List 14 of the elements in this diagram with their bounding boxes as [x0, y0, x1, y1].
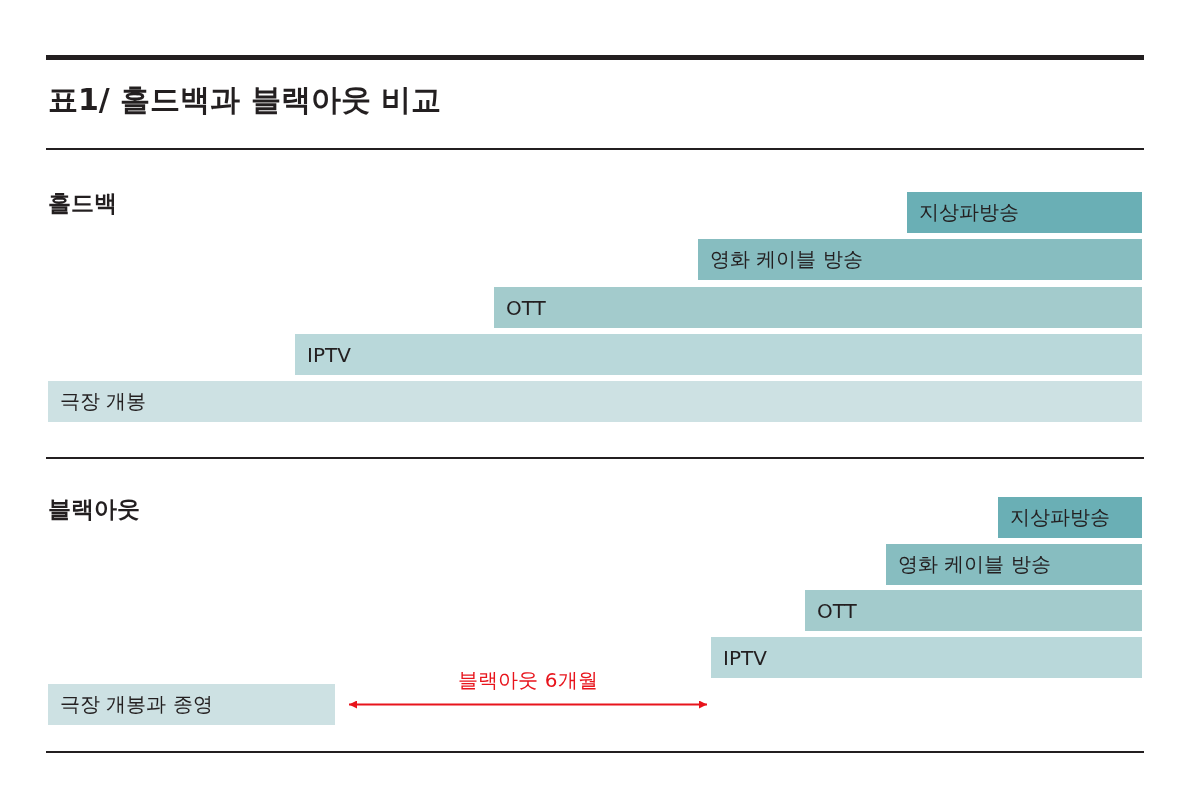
section-heading: 블랙아웃: [48, 495, 140, 524]
timeline-bar: 영화 케이블 방송: [698, 239, 1142, 280]
timeline-bar: OTT: [805, 590, 1142, 631]
timeline-bar: 극장 개봉: [48, 381, 1142, 422]
timeline-bar: 극장 개봉과 종영: [48, 684, 335, 725]
timeline-bar: IPTV: [711, 637, 1142, 678]
double-arrow: [348, 700, 708, 709]
diagram-title: 표1/ 홀드백과 블랙아웃 비교: [48, 81, 442, 119]
timeline-bar: 영화 케이블 방송: [886, 544, 1142, 585]
timeline-bar: OTT: [494, 287, 1142, 328]
section-heading: 홀드백: [48, 189, 117, 218]
timeline-bar: 지상파방송: [907, 192, 1142, 233]
timeline-bar: 지상파방송: [998, 497, 1142, 538]
timeline-bar: IPTV: [295, 334, 1142, 375]
